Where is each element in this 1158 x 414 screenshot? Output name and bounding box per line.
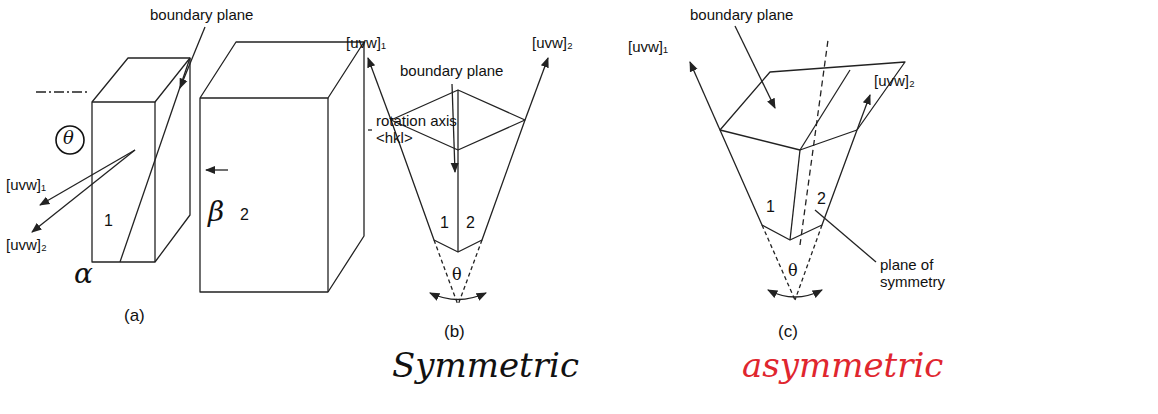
angle-symbol: θ <box>452 266 462 284</box>
direction-label: [uvw]₂ <box>532 34 573 51</box>
direction-label: [uvw]₁ <box>6 176 46 193</box>
angle-symbol: θ <box>788 262 798 280</box>
part-label: boundary plane <box>150 6 253 23</box>
direction-label: [uvw]₁ <box>346 34 386 51</box>
grain-number: 2 <box>466 214 475 232</box>
angle-symbol: θ <box>63 128 74 149</box>
part-label: boundary plane <box>400 62 503 79</box>
phase-label: α <box>74 258 93 290</box>
handwritten-note: asymmetric <box>742 346 943 385</box>
grain-number: 2 <box>240 206 249 224</box>
panel-label: (b) <box>444 322 465 342</box>
part-label: boundary plane <box>690 6 793 23</box>
direction-label: [uvw]₂ <box>874 72 915 89</box>
grain-number: 2 <box>817 190 826 208</box>
handwritten-note: Symmetric <box>392 346 579 385</box>
part-label: plane of symmetry <box>880 256 960 291</box>
axis-label: rotation axis <hkl> <box>376 112 458 147</box>
panel-label: (c) <box>778 322 798 342</box>
grain-number: 1 <box>766 198 775 216</box>
grain-number: 1 <box>104 212 113 230</box>
direction-label: [uvw]₁ <box>628 38 668 55</box>
panel-label: (a) <box>124 306 145 326</box>
grain-number: 1 <box>440 214 449 232</box>
phase-label: β <box>208 196 224 228</box>
direction-label: [uvw]₂ <box>6 236 47 253</box>
